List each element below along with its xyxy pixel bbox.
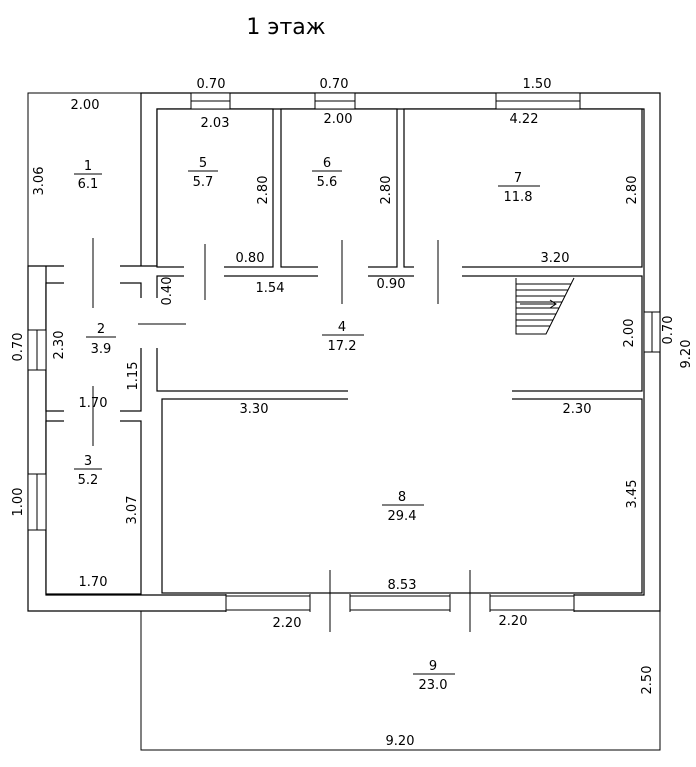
room-1-area: 6.1: [78, 177, 99, 192]
dim-win-top-2: 0.70: [320, 77, 349, 92]
dim-r3-bottom: 1.70: [79, 575, 108, 590]
dim-r5-top: 2.03: [201, 116, 230, 131]
dim-r2-bottom: 1.70: [79, 396, 108, 411]
room-2-number: 2: [97, 322, 105, 337]
dim-r8-bottom: 8.53: [388, 578, 417, 593]
dim-r8-top-left: 3.30: [240, 402, 269, 417]
dim-door-r6: 1.54: [256, 281, 285, 296]
dim-r6-side: 2.80: [379, 176, 394, 205]
dim-r5-side: 2.80: [256, 176, 271, 205]
door-leaves: [92, 238, 575, 632]
dim-right-window: 0.70: [661, 316, 676, 345]
room-6-area: 5.6: [317, 175, 338, 190]
dim-total-height: 9.20: [679, 340, 694, 369]
dim-stair: 3.20: [541, 251, 570, 266]
room-3-area: 5.2: [78, 473, 99, 488]
room-6-label: 6 5.6: [312, 156, 342, 190]
room-7-number: 7: [514, 171, 522, 186]
room-2-label: 2 3.9: [86, 322, 116, 357]
top-windows: [190, 92, 581, 110]
dim-r1-side: 3.06: [32, 167, 47, 196]
room-labels: 1 6.1 2 3.9 3 5.2 4 17.2 5 5.7 6 5.6: [74, 156, 540, 693]
dim-bottom-door-2: 2.20: [499, 614, 528, 629]
room-1-outline: [27, 92, 141, 266]
room-7-label: 7 11.8: [498, 171, 540, 205]
dim-r6-top: 2.00: [324, 112, 353, 127]
dim-r4-side: 2.00: [622, 319, 637, 348]
room-2-area: 3.9: [91, 342, 112, 357]
room-4-box: [156, 275, 643, 392]
room-3-box: [45, 420, 142, 595]
room-7-box: [403, 108, 643, 268]
room-8-box: [161, 398, 643, 594]
dim-r3-side: 3.07: [125, 496, 140, 525]
dim-r2-side: 2.30: [52, 331, 67, 360]
dim-win-top-1: 0.70: [197, 77, 226, 92]
room-8-number: 8: [398, 490, 406, 505]
dim-r8-side: 3.45: [625, 480, 640, 509]
dim-r8-top-right: 2.30: [563, 402, 592, 417]
dim-r7-side: 2.80: [625, 176, 640, 205]
room-9-number: 9: [429, 659, 437, 674]
room-4-label: 4 17.2: [322, 320, 364, 354]
room-9-outline: [140, 611, 661, 751]
dim-left-win-1: 0.70: [11, 333, 26, 362]
room-5-area: 5.7: [193, 175, 214, 190]
room-1-label: 1 6.1: [74, 159, 102, 192]
room-5-box: [156, 108, 274, 268]
dimension-labels: 0.70 0.70 1.50 2.00 3.06 2.03 2.80 2.00 …: [11, 77, 694, 749]
left-windows: [27, 329, 47, 531]
dim-win-top-3: 1.50: [523, 77, 552, 92]
dim-left-win-2: 1.00: [11, 488, 26, 517]
dim-r7-top: 4.22: [510, 112, 539, 127]
dim-bottom-door-1: 2.20: [273, 616, 302, 631]
room-5-number: 5: [199, 156, 207, 171]
dim-door-r5: 0.80: [236, 251, 265, 266]
plan-title: 1 этаж: [246, 15, 325, 40]
room-9-label: 9 23.0: [413, 659, 455, 693]
dim-terrace-side: 2.50: [640, 666, 655, 695]
room-6-number: 6: [323, 156, 331, 171]
right-window: [643, 311, 661, 353]
dim-terrace-bottom: 9.20: [386, 734, 415, 749]
room-3-label: 3 5.2: [74, 454, 102, 488]
dim-r1-top: 2.00: [71, 98, 100, 113]
room-9-area: 23.0: [419, 678, 448, 693]
room-8-area: 29.4: [388, 509, 417, 524]
staircase-icon: [515, 277, 575, 335]
dim-r2-low: 1.15: [126, 362, 141, 391]
room-5-label: 5 5.7: [188, 156, 218, 190]
room-4-area: 17.2: [328, 339, 357, 354]
room-1-number: 1: [84, 159, 92, 174]
dim-door-r7: 0.90: [377, 277, 406, 292]
room-8-label: 8 29.4: [382, 490, 424, 524]
room-3-number: 3: [84, 454, 92, 469]
room-7-area: 11.8: [504, 190, 533, 205]
door-openings: [64, 265, 574, 612]
dim-corr-small: 0.40: [160, 277, 175, 306]
room-4-number: 4: [338, 320, 346, 335]
